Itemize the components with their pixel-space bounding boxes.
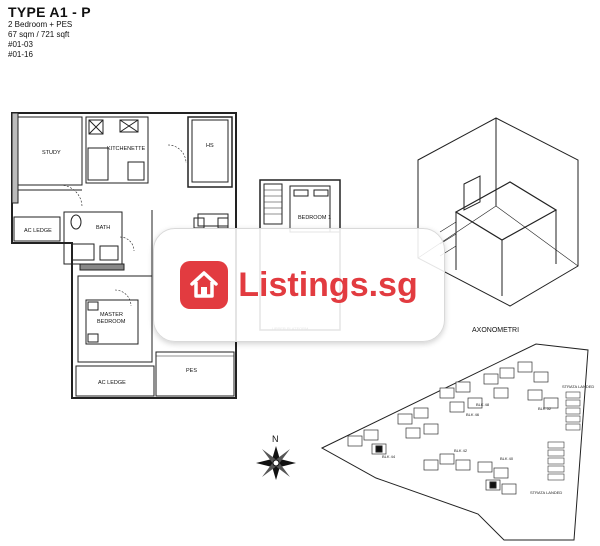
room-label-hs: HS bbox=[206, 143, 214, 149]
unit-number-1: #01-03 bbox=[8, 40, 33, 49]
room-label-kitchenette: KITCHENETTE bbox=[107, 146, 146, 152]
room-label-study: STUDY bbox=[42, 150, 61, 156]
room-label-bedroom-1: BEDROOM 1 bbox=[298, 215, 331, 221]
unit-desc: 2 Bedroom + PES bbox=[8, 20, 73, 29]
room-label-ac-ledge-1: AC LEDGE bbox=[24, 228, 52, 234]
site-plan bbox=[320, 343, 589, 541]
axonometric-label: AXONOMETRI bbox=[472, 327, 519, 334]
block-label: BLK 46 bbox=[466, 412, 480, 417]
unit-type-title: TYPE A1 - P bbox=[8, 4, 91, 20]
room-label-ac-ledge-2: AC LEDGE bbox=[98, 380, 126, 386]
room-label-pes: PES bbox=[186, 368, 197, 374]
block-label: BLK 48 bbox=[476, 402, 490, 407]
unit-header: TYPE A1 - P 2 Bedroom + PES 67 sqm / 721… bbox=[8, 4, 91, 60]
room-label-master-2: BEDROOM bbox=[97, 319, 126, 325]
strata-landed-label: STRATA LANDED bbox=[530, 490, 562, 495]
block-label: BLK 52 bbox=[538, 406, 552, 411]
unit-number-2: #01-16 bbox=[8, 50, 33, 59]
block-label: BLK 44 bbox=[382, 454, 396, 459]
block-label: BLK 42 bbox=[454, 448, 468, 453]
block-labels: BLK 44 BLK 42 BLK 46 BLK 48 BLK 40 BLK 5… bbox=[382, 384, 594, 495]
room-label-bath: BATH bbox=[96, 225, 110, 231]
unit-area: 67 sqm / 721 sqft bbox=[8, 30, 70, 39]
house-icon bbox=[180, 261, 229, 309]
room-label-master-1: MASTER bbox=[100, 312, 123, 318]
listings-watermark: Listings.sg bbox=[153, 228, 445, 342]
block-label: BLK 40 bbox=[500, 456, 514, 461]
brand-name: Listings.sg bbox=[238, 265, 418, 304]
strata-landed-label: STRATA LANDED bbox=[562, 384, 594, 389]
floor-plan bbox=[11, 112, 237, 399]
compass-icon bbox=[256, 446, 296, 480]
north-label: N bbox=[272, 434, 279, 444]
